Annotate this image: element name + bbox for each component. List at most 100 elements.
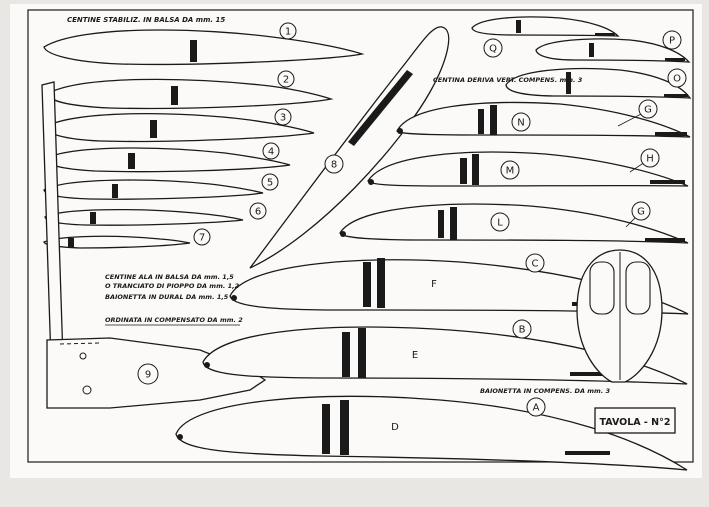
stabilizer-ribs bbox=[43, 29, 365, 249]
wing-rib-D: D bbox=[175, 395, 688, 471]
bayonet-window-left bbox=[589, 261, 615, 315]
spar-F-2 bbox=[377, 258, 385, 308]
rib-C-label-circle bbox=[525, 253, 545, 273]
fin-label: 8 bbox=[331, 160, 337, 171]
spar-4 bbox=[128, 153, 135, 169]
former-hole-1 bbox=[79, 352, 87, 360]
rib-5 bbox=[43, 179, 264, 200]
rib-L-outline bbox=[339, 203, 689, 244]
rib-I-label: G bbox=[644, 105, 652, 116]
spar-P bbox=[589, 43, 594, 57]
rib-P-label: P bbox=[669, 36, 675, 47]
stabilizer-note: CENTINE STABILIZ. IN BALSA DA mm. 15 bbox=[67, 16, 225, 24]
rib-D-outline bbox=[175, 395, 688, 471]
rib-N-label: N bbox=[517, 118, 524, 129]
rib-M-te bbox=[650, 180, 685, 184]
rib-N-te bbox=[655, 132, 687, 136]
spar-N-2 bbox=[490, 105, 497, 135]
spar-5 bbox=[112, 184, 118, 198]
label-circle-5 bbox=[261, 173, 279, 191]
rib-F-label: F bbox=[431, 279, 437, 290]
rib-L-te bbox=[645, 238, 685, 242]
rib-B-label: B bbox=[519, 325, 526, 336]
bayonet-window-right bbox=[625, 261, 651, 315]
rib-F-outline bbox=[229, 259, 689, 315]
rib-H-label: H bbox=[646, 154, 654, 165]
rib-G-label-circle bbox=[631, 201, 651, 221]
label-circle-6 bbox=[249, 202, 267, 220]
spar-E-2 bbox=[358, 328, 366, 378]
rib-M-nose bbox=[368, 179, 374, 185]
label-5: 5 bbox=[267, 178, 273, 189]
label-1: 1 bbox=[285, 27, 291, 38]
rib-G-label: G bbox=[637, 207, 645, 218]
wing-note-2: O TRANCIATO DI PIOPPO DA mm. 1,2 bbox=[105, 282, 240, 290]
rib-7 bbox=[43, 235, 191, 249]
title-frame bbox=[594, 407, 676, 434]
rib-N-nose bbox=[397, 128, 403, 134]
sheet-border bbox=[27, 9, 694, 463]
annotations: CENTINE STABILIZ. IN BALSA DA mm. 15 CEN… bbox=[67, 16, 611, 395]
spar-M-1 bbox=[460, 158, 467, 184]
rib-1 bbox=[43, 29, 365, 66]
wing-rib-N: N bbox=[396, 101, 691, 138]
rib-H-label-circle bbox=[640, 148, 660, 168]
rib-M-outline bbox=[367, 151, 689, 187]
label-circle-7 bbox=[193, 228, 211, 246]
bayonet-note: BAIONETTA IN DURAL DA mm. 1,5 bbox=[105, 293, 229, 301]
rib-2 bbox=[46, 78, 334, 110]
spar-O bbox=[566, 72, 571, 94]
fin-label-circle bbox=[324, 154, 344, 174]
spar-2 bbox=[171, 86, 178, 105]
label-circle-1 bbox=[279, 22, 297, 40]
label-6: 6 bbox=[255, 207, 261, 218]
rib-N-outline bbox=[396, 101, 691, 138]
bayonet-plate bbox=[576, 249, 663, 383]
wing-rib-M: M bbox=[367, 151, 689, 187]
rib-P-label-circle bbox=[662, 30, 682, 50]
rib-Q-label: Q bbox=[489, 44, 497, 55]
wing-rib-Q: Q bbox=[471, 16, 620, 58]
label-4: 4 bbox=[268, 147, 274, 158]
former-label: 9 bbox=[145, 370, 151, 381]
spar-D-1 bbox=[322, 404, 330, 454]
spar-1 bbox=[190, 40, 197, 62]
bayonet2-note: BAIONETTA IN COMPENS. DA mm. 3 bbox=[480, 387, 611, 395]
rib-F-nose bbox=[231, 295, 237, 301]
label-3: 3 bbox=[280, 113, 286, 124]
spar-6 bbox=[90, 212, 96, 224]
rib-A-label: A bbox=[533, 403, 540, 414]
spar-D-2 bbox=[340, 400, 349, 455]
fin-spar bbox=[348, 70, 413, 146]
rib-M-label-circle bbox=[500, 160, 520, 180]
former-hole-2 bbox=[82, 385, 92, 395]
rib-P-outline bbox=[535, 38, 691, 63]
fin-note: CENTINA DERIVA VERT. COMPENS. mm. 3 bbox=[433, 76, 583, 84]
rib-D-te bbox=[565, 451, 610, 455]
rib-A-label-circle bbox=[526, 397, 546, 417]
former-note: ORDINATA IN COMPENSATO DA mm. 2 bbox=[105, 316, 243, 324]
spar-7 bbox=[68, 238, 74, 247]
label-2: 2 bbox=[283, 75, 289, 86]
rib-E-te bbox=[570, 372, 615, 376]
rib-N-label-circle bbox=[511, 112, 531, 132]
rib-M-label: M bbox=[506, 166, 515, 177]
rib-E-nose bbox=[204, 362, 210, 368]
rib-O-outline bbox=[505, 67, 692, 99]
spar-F-1 bbox=[363, 262, 371, 307]
label-circle-2 bbox=[277, 70, 295, 88]
rib-E-outline bbox=[202, 326, 688, 385]
rib-Q-label-circle bbox=[483, 38, 503, 58]
rib-4 bbox=[44, 147, 291, 173]
rib-P-te bbox=[665, 58, 685, 61]
rib-C-label: C bbox=[532, 259, 539, 270]
sheet-title: TAVOLA - N°2 bbox=[600, 417, 671, 428]
label-circle-3 bbox=[274, 108, 292, 126]
wing-rib-O: O bbox=[505, 67, 692, 99]
wing-rib-L: L bbox=[339, 203, 689, 244]
rib-L-nose bbox=[340, 231, 346, 237]
fin-rib-8: 8 bbox=[249, 26, 450, 269]
rib-O-label-circle bbox=[667, 68, 687, 88]
rib-Q-te bbox=[595, 33, 615, 36]
